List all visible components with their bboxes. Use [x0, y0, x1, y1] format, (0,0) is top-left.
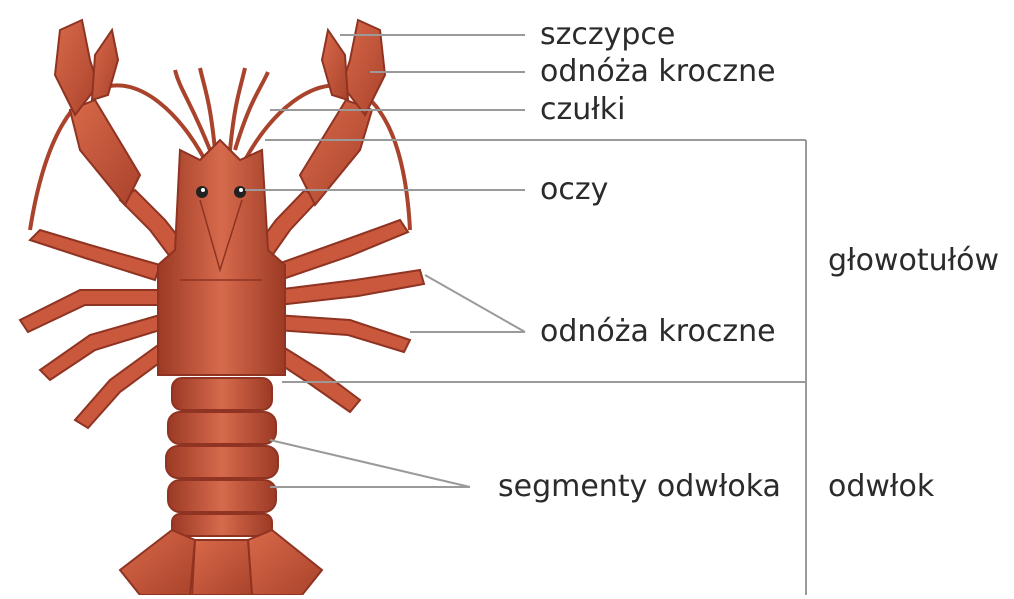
label-antennae: czułki: [540, 95, 626, 125]
eye-left: [196, 186, 208, 198]
abdomen-body: [166, 378, 278, 536]
abdomen-segment: [168, 480, 276, 512]
label-abdomen-segments: segmenty odwłoka: [498, 472, 781, 502]
label-cephalothorax: głowotułów: [828, 246, 999, 276]
abdomen-segment: [168, 412, 276, 444]
abdomen-segment: [172, 514, 272, 536]
cephalothorax-body: [158, 140, 285, 375]
label-walking-legs-side: odnóża kroczne: [540, 317, 776, 347]
label-eyes: oczy: [540, 175, 608, 205]
walking-legs-right: [268, 220, 424, 412]
abdomen-segment: [166, 446, 278, 478]
label-pincers: szczypce: [540, 20, 675, 50]
eye-right: [234, 186, 246, 198]
walking-legs-left: [20, 230, 170, 428]
label-abdomen: odwłok: [828, 472, 934, 502]
abdomen-segment: [172, 378, 272, 410]
tail-fan: [120, 530, 322, 595]
label-walking-legs-top: odnóża kroczne: [540, 57, 776, 87]
